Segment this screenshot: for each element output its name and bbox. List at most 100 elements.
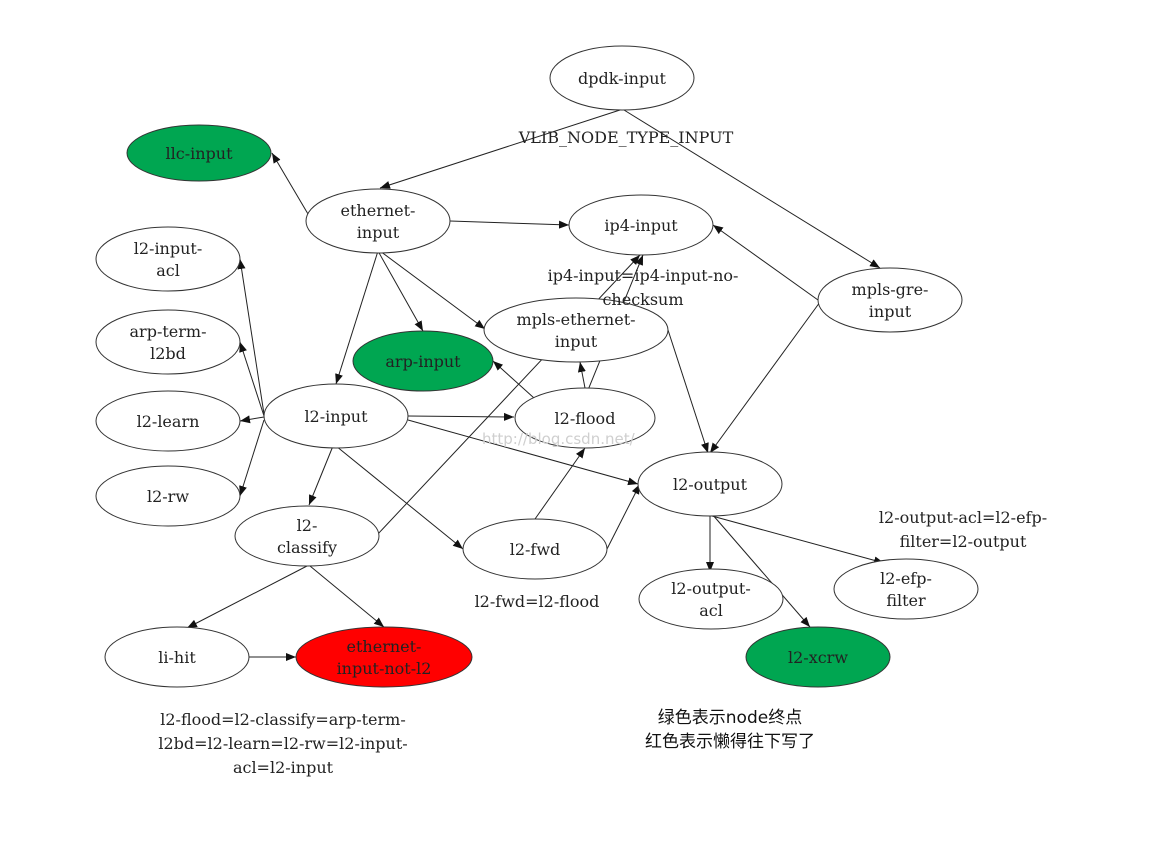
node-shape <box>295 626 473 688</box>
node-mpls-gre-input: mpls-gre-input <box>817 267 963 333</box>
edge-l2-output-to-l2-xcrw <box>711 513 811 628</box>
node-label: acl <box>156 261 180 280</box>
node-l2-efp-filter: l2-efp-filter <box>833 558 979 620</box>
note-legend: 红色表示懒得往下写了 <box>645 732 815 752</box>
edge-l2-input-to-l2-classify <box>308 445 334 506</box>
node-arp-input: arp-input <box>352 330 494 392</box>
node-label: l2-efp- <box>880 569 932 588</box>
edge-ethernet-input-to-ip4-input <box>449 220 570 229</box>
edge-l2-input-to-l2-learn <box>239 415 265 424</box>
edge-l2-classify-to-ethernet-input-not-l2 <box>309 565 385 628</box>
node-shape <box>483 297 669 363</box>
edge-l2-flood-to-arp-input <box>492 360 535 399</box>
note-ip4-equiv: checksum <box>602 290 683 309</box>
node-label: l2-rw <box>147 487 189 506</box>
watermark-text: http://blog.csdn.net/ <box>482 430 636 448</box>
node-l2-xcrw: l2-xcrw <box>745 626 891 688</box>
node-label: input-not-l2 <box>337 659 432 678</box>
node-arp-term-l2bd: arp-term-l2bd <box>95 309 241 375</box>
edge-ethernet-input-to-mpls-ethernet-input <box>379 250 486 330</box>
node-l2-classify: l2-classify <box>234 505 380 567</box>
edge-l2-input-to-l2-flood <box>407 412 515 421</box>
node-shape <box>568 194 714 256</box>
edge-l2-fwd-to-l2-output <box>606 483 641 550</box>
node-shape <box>126 124 272 182</box>
node-l2-input-acl: l2-input-acl <box>95 226 241 292</box>
node-ethernet-input: ethernet-input <box>305 188 451 254</box>
edge-l2-fwd-to-l2-flood <box>534 447 586 520</box>
node-shape <box>305 188 451 254</box>
node-shape <box>745 626 891 688</box>
node-l2-fwd: l2-fwd <box>462 518 608 580</box>
node-label: input <box>357 223 400 242</box>
node-label: arp-input <box>385 352 461 371</box>
edge-mpls-gre-input-to-ip4-input <box>712 224 819 301</box>
node-label: l2-input- <box>134 239 203 258</box>
node-label: li-hit <box>158 648 196 667</box>
node-label: filter <box>886 591 926 610</box>
edge-dpdk-input-to-mpls-gre-input <box>623 109 881 269</box>
edge-l2-output-to-l2-efp-filter <box>711 515 885 565</box>
node-label: acl <box>699 601 723 620</box>
node-label: l2-output <box>673 475 748 494</box>
node-shape <box>95 390 241 452</box>
node-label: input <box>555 332 598 351</box>
nodes: dpdk-input llc-input ethernet-input ip4-inp… <box>95 45 979 688</box>
node-shape <box>95 309 241 375</box>
edge-dpdk-input-to-ethernet-input <box>379 109 621 189</box>
node-shape <box>637 451 783 517</box>
node-label: ethernet- <box>347 637 422 656</box>
node-shape <box>462 518 608 580</box>
node-l2-output-acl: l2-output-acl <box>638 568 784 630</box>
node-llc-input: llc-input <box>126 124 272 182</box>
node-label: l2-learn <box>137 412 200 431</box>
node-shape <box>95 226 241 292</box>
node-shape <box>104 626 250 688</box>
annotations: VLIB_NODE_TYPE_INPUTip4-input=ip4-input-… <box>158 128 1047 777</box>
node-shape <box>352 330 494 392</box>
node-shape <box>234 505 380 567</box>
node-l2-flood: l2-flood <box>514 387 656 449</box>
node-shape <box>833 558 979 620</box>
node-shape <box>817 267 963 333</box>
node-ethernet-input-not-l2: ethernet-input-not-l2 <box>295 626 473 688</box>
node-label: mpls-ethernet- <box>516 310 635 329</box>
edge-l2-classify-to-li-hit <box>186 565 308 629</box>
edge-mpls-gre-input-to-l2-output <box>709 301 821 454</box>
node-label: l2-input <box>304 407 368 426</box>
node-label: mpls-gre- <box>852 280 929 299</box>
edge-l2-input-to-l2-input-acl <box>237 258 265 415</box>
note-ip4-equiv: ip4-input=ip4-input-no- <box>548 266 739 285</box>
node-label: ethernet- <box>341 201 416 220</box>
edge-mpls-ethernet-input-to-l2-output <box>667 329 709 454</box>
edge-ethernet-input-to-llc-input <box>271 152 309 215</box>
node-label: l2-output- <box>671 579 750 598</box>
note-legend: 绿色表示node终点 <box>658 708 802 728</box>
node-label: l2-xcrw <box>788 648 848 667</box>
node-label: ip4-input <box>604 216 678 235</box>
node-label: l2- <box>297 516 318 535</box>
edge-l2-input-to-l2-rw <box>239 419 265 497</box>
edge-ethernet-input-to-l2-input <box>335 250 379 385</box>
node-shape <box>549 45 695 111</box>
node-li-hit: li-hit <box>104 626 250 688</box>
edge-l2-input-to-l2-fwd <box>335 445 464 550</box>
note-flood-equiv: acl=l2-input <box>233 758 334 777</box>
node-label: l2-flood <box>555 409 616 428</box>
node-label: llc-input <box>166 144 234 163</box>
node-ip4-input: ip4-input <box>568 194 714 256</box>
node-l2-rw: l2-rw <box>95 465 241 527</box>
edge-l2-flood-to-mpls-ethernet-input <box>577 361 586 389</box>
node-l2-input: l2-input <box>263 383 409 449</box>
node-shape <box>95 465 241 527</box>
node-label: dpdk-input <box>578 69 667 88</box>
node-shape <box>514 387 656 449</box>
node-label: arp-term- <box>130 322 207 341</box>
node-l2-learn: l2-learn <box>95 390 241 452</box>
node-shape <box>263 383 409 449</box>
node-label: l2bd <box>150 344 186 363</box>
note-flood-equiv: l2-flood=l2-classify=arp-term- <box>160 710 405 729</box>
node-label: l2-fwd <box>510 540 561 559</box>
note-fwd-equiv: l2-fwd=l2-flood <box>475 592 600 611</box>
